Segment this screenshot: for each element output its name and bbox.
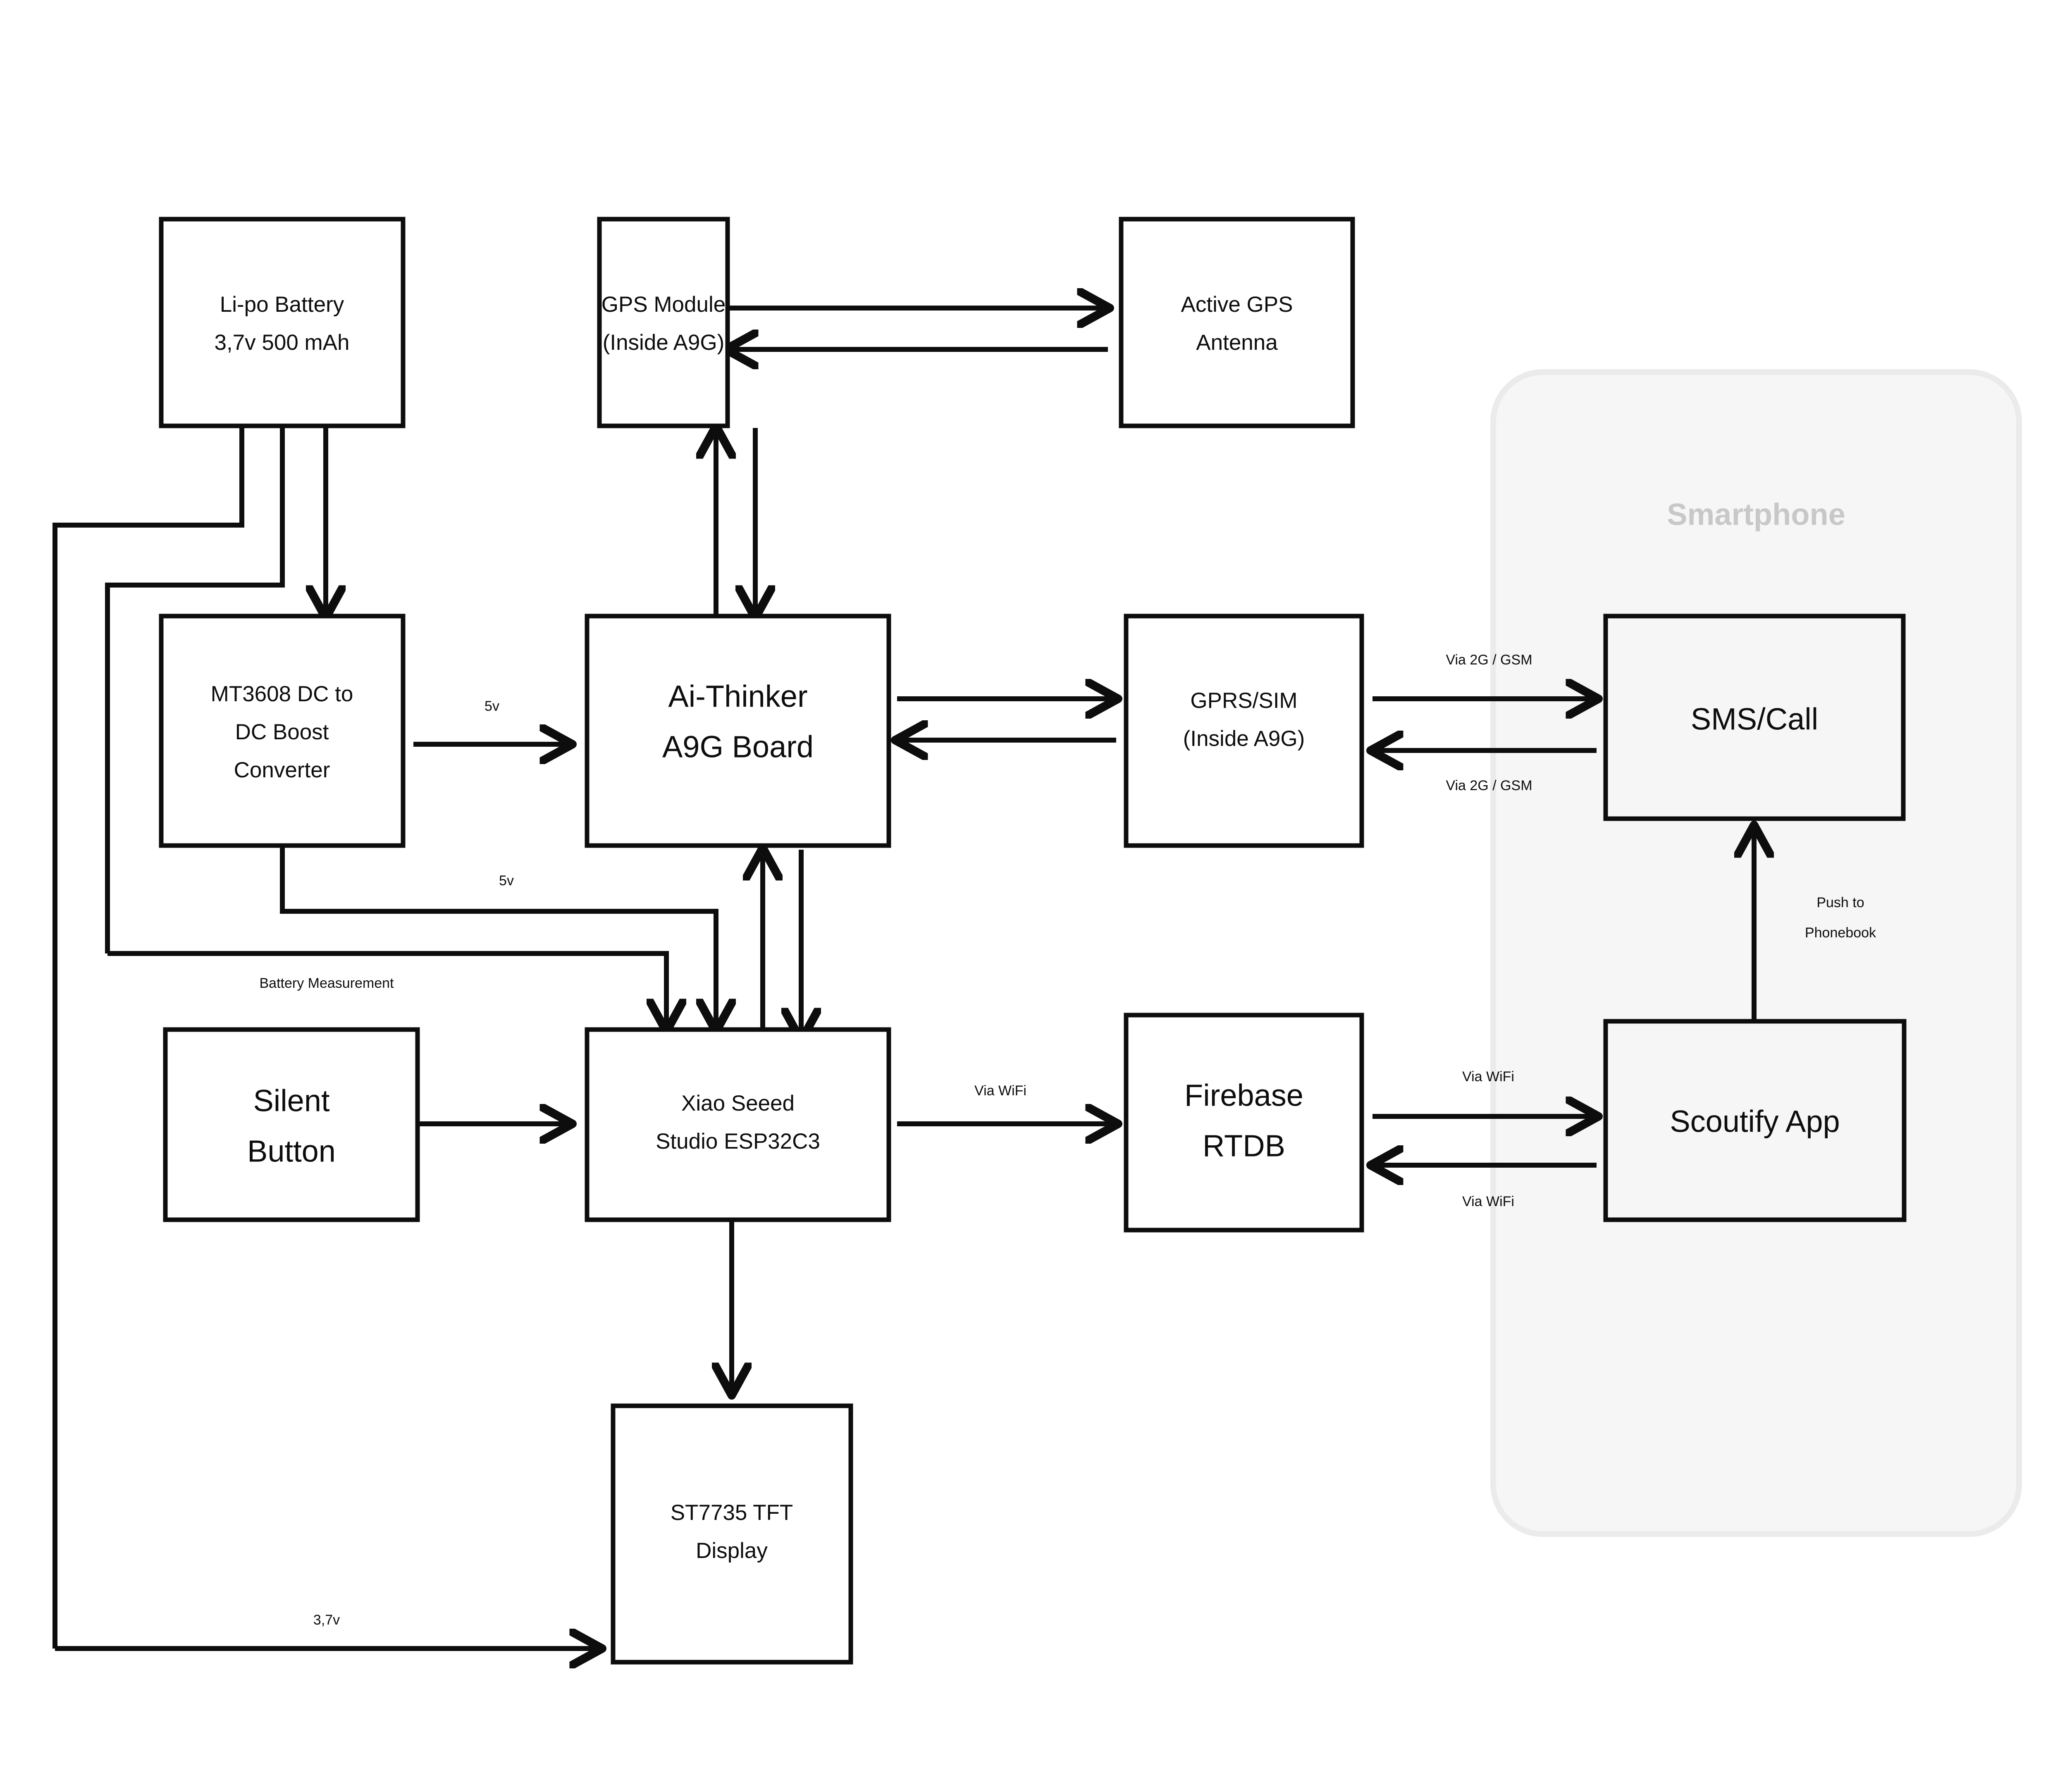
node-sms-call-label: SMS/Call [1691, 702, 1818, 736]
node-battery-label-line1: Li-po Battery [220, 292, 344, 317]
node-silent-button-label-line1: Silent [253, 1084, 330, 1118]
edge-label-battery-measurement: Battery Measurement [259, 975, 394, 991]
node-battery-box[interactable] [159, 217, 406, 428]
edge-boost-to-esp32 [280, 846, 716, 1030]
node-battery-label-line2: 3,7v 500 mAh [214, 330, 349, 355]
node-a9g-board[interactable]: Ai-Thinker A9G Board [585, 614, 891, 848]
smartphone-label: Smartphone [1667, 497, 1845, 532]
node-gprs-sim-label-line1: GPRS/SIM [1190, 688, 1297, 713]
node-boost-converter-label-line1: MT3608 DC to [211, 682, 353, 706]
node-sms-call-box[interactable] [1603, 614, 1906, 821]
edge-battery-measurement-to-esp32 [107, 951, 666, 1030]
node-tft-display-box[interactable] [611, 1403, 853, 1665]
node-esp32c3-box[interactable] [585, 1027, 891, 1222]
node-boost-converter[interactable]: MT3608 DC to DC Boost Converter [159, 614, 406, 848]
edge-label-firebase-to-scoutify-top: Via WiFi [1462, 1069, 1514, 1085]
edge-label-esp32-to-firebase: Via WiFi [974, 1083, 1026, 1099]
node-silent-button[interactable]: Silent Button [163, 1027, 420, 1222]
node-scoutify-app-label: Scoutify App [1670, 1104, 1840, 1139]
node-battery[interactable]: Li-po Battery 3,7v 500 mAh [159, 217, 406, 428]
edge-label-scoutify-to-sms-line2: Phonebook [1805, 925, 1876, 941]
node-active-gps-antenna-label-line1: Active GPS [1181, 292, 1293, 317]
edge-battery-left-bus [53, 426, 244, 1649]
edge-label-scoutify-to-sms-line1: Push to [1816, 895, 1864, 910]
node-gprs-sim-label-line2: (Inside A9G) [1183, 726, 1305, 751]
node-tft-display[interactable]: ST7735 TFT Display [611, 1403, 853, 1665]
edge-label-boost-to-a9g: 5v [485, 698, 499, 714]
node-a9g-board-label-line2: A9G Board [662, 730, 814, 764]
node-boost-converter-label-line3: Converter [234, 758, 330, 782]
node-esp32c3-label-line2: Studio ESP32C3 [656, 1129, 820, 1154]
node-esp32c3-label-line1: Xiao Seeed [681, 1091, 795, 1116]
node-tft-display-label-line2: Display [696, 1539, 768, 1563]
node-boost-converter-box[interactable] [159, 614, 406, 848]
edge-label-gprs-to-sms-bottom: Via 2G / GSM [1446, 778, 1532, 793]
node-gprs-sim[interactable]: GPRS/SIM (Inside A9G) [1124, 614, 1364, 848]
node-scoutify-app[interactable]: Scoutify App [1603, 1019, 1907, 1222]
edge-label-boost-to-esp32: 5v [499, 873, 514, 889]
node-a9g-board-label-line1: Ai-Thinker [668, 679, 807, 714]
edge-label-firebase-to-scoutify-bottom: Via WiFi [1462, 1194, 1514, 1209]
edge-battery-measurement-bus [105, 426, 285, 953]
node-tft-display-label-line1: ST7735 TFT [671, 1501, 793, 1525]
edge-label-gprs-to-sms-top: Via 2G / GSM [1446, 652, 1532, 668]
node-firebase-rtdb[interactable]: Firebase RTDB [1124, 1013, 1364, 1233]
edges-layer: 3,7v Battery Measurement 5v 5v [53, 308, 1876, 1649]
node-scoutify-app-box[interactable] [1603, 1019, 1907, 1222]
node-esp32c3[interactable]: Xiao Seeed Studio ESP32C3 [585, 1027, 891, 1222]
node-active-gps-antenna-box[interactable] [1119, 217, 1355, 428]
node-gps-module-box[interactable] [597, 217, 730, 428]
node-firebase-rtdb-label-line1: Firebase [1184, 1078, 1303, 1113]
node-gps-module-label-line1: GPS Module [601, 292, 726, 317]
node-active-gps-antenna-label-line2: Antenna [1196, 330, 1278, 355]
node-silent-button-label-line2: Button [247, 1134, 336, 1168]
node-gps-module[interactable]: GPS Module (Inside A9G) [597, 217, 730, 428]
node-sms-call[interactable]: SMS/Call [1603, 614, 1906, 821]
node-firebase-rtdb-label-line2: RTDB [1203, 1129, 1285, 1163]
node-boost-converter-label-line2: DC Boost [235, 720, 329, 744]
node-silent-button-box[interactable] [163, 1027, 420, 1222]
node-a9g-board-box[interactable] [585, 614, 891, 848]
node-firebase-rtdb-box[interactable] [1124, 1013, 1364, 1233]
node-active-gps-antenna[interactable]: Active GPS Antenna [1119, 217, 1355, 428]
edge-label-battery-to-tft: 3,7v [313, 1612, 340, 1628]
node-gps-module-label-line2: (Inside A9G) [603, 330, 725, 355]
node-gprs-sim-box[interactable] [1124, 614, 1364, 848]
